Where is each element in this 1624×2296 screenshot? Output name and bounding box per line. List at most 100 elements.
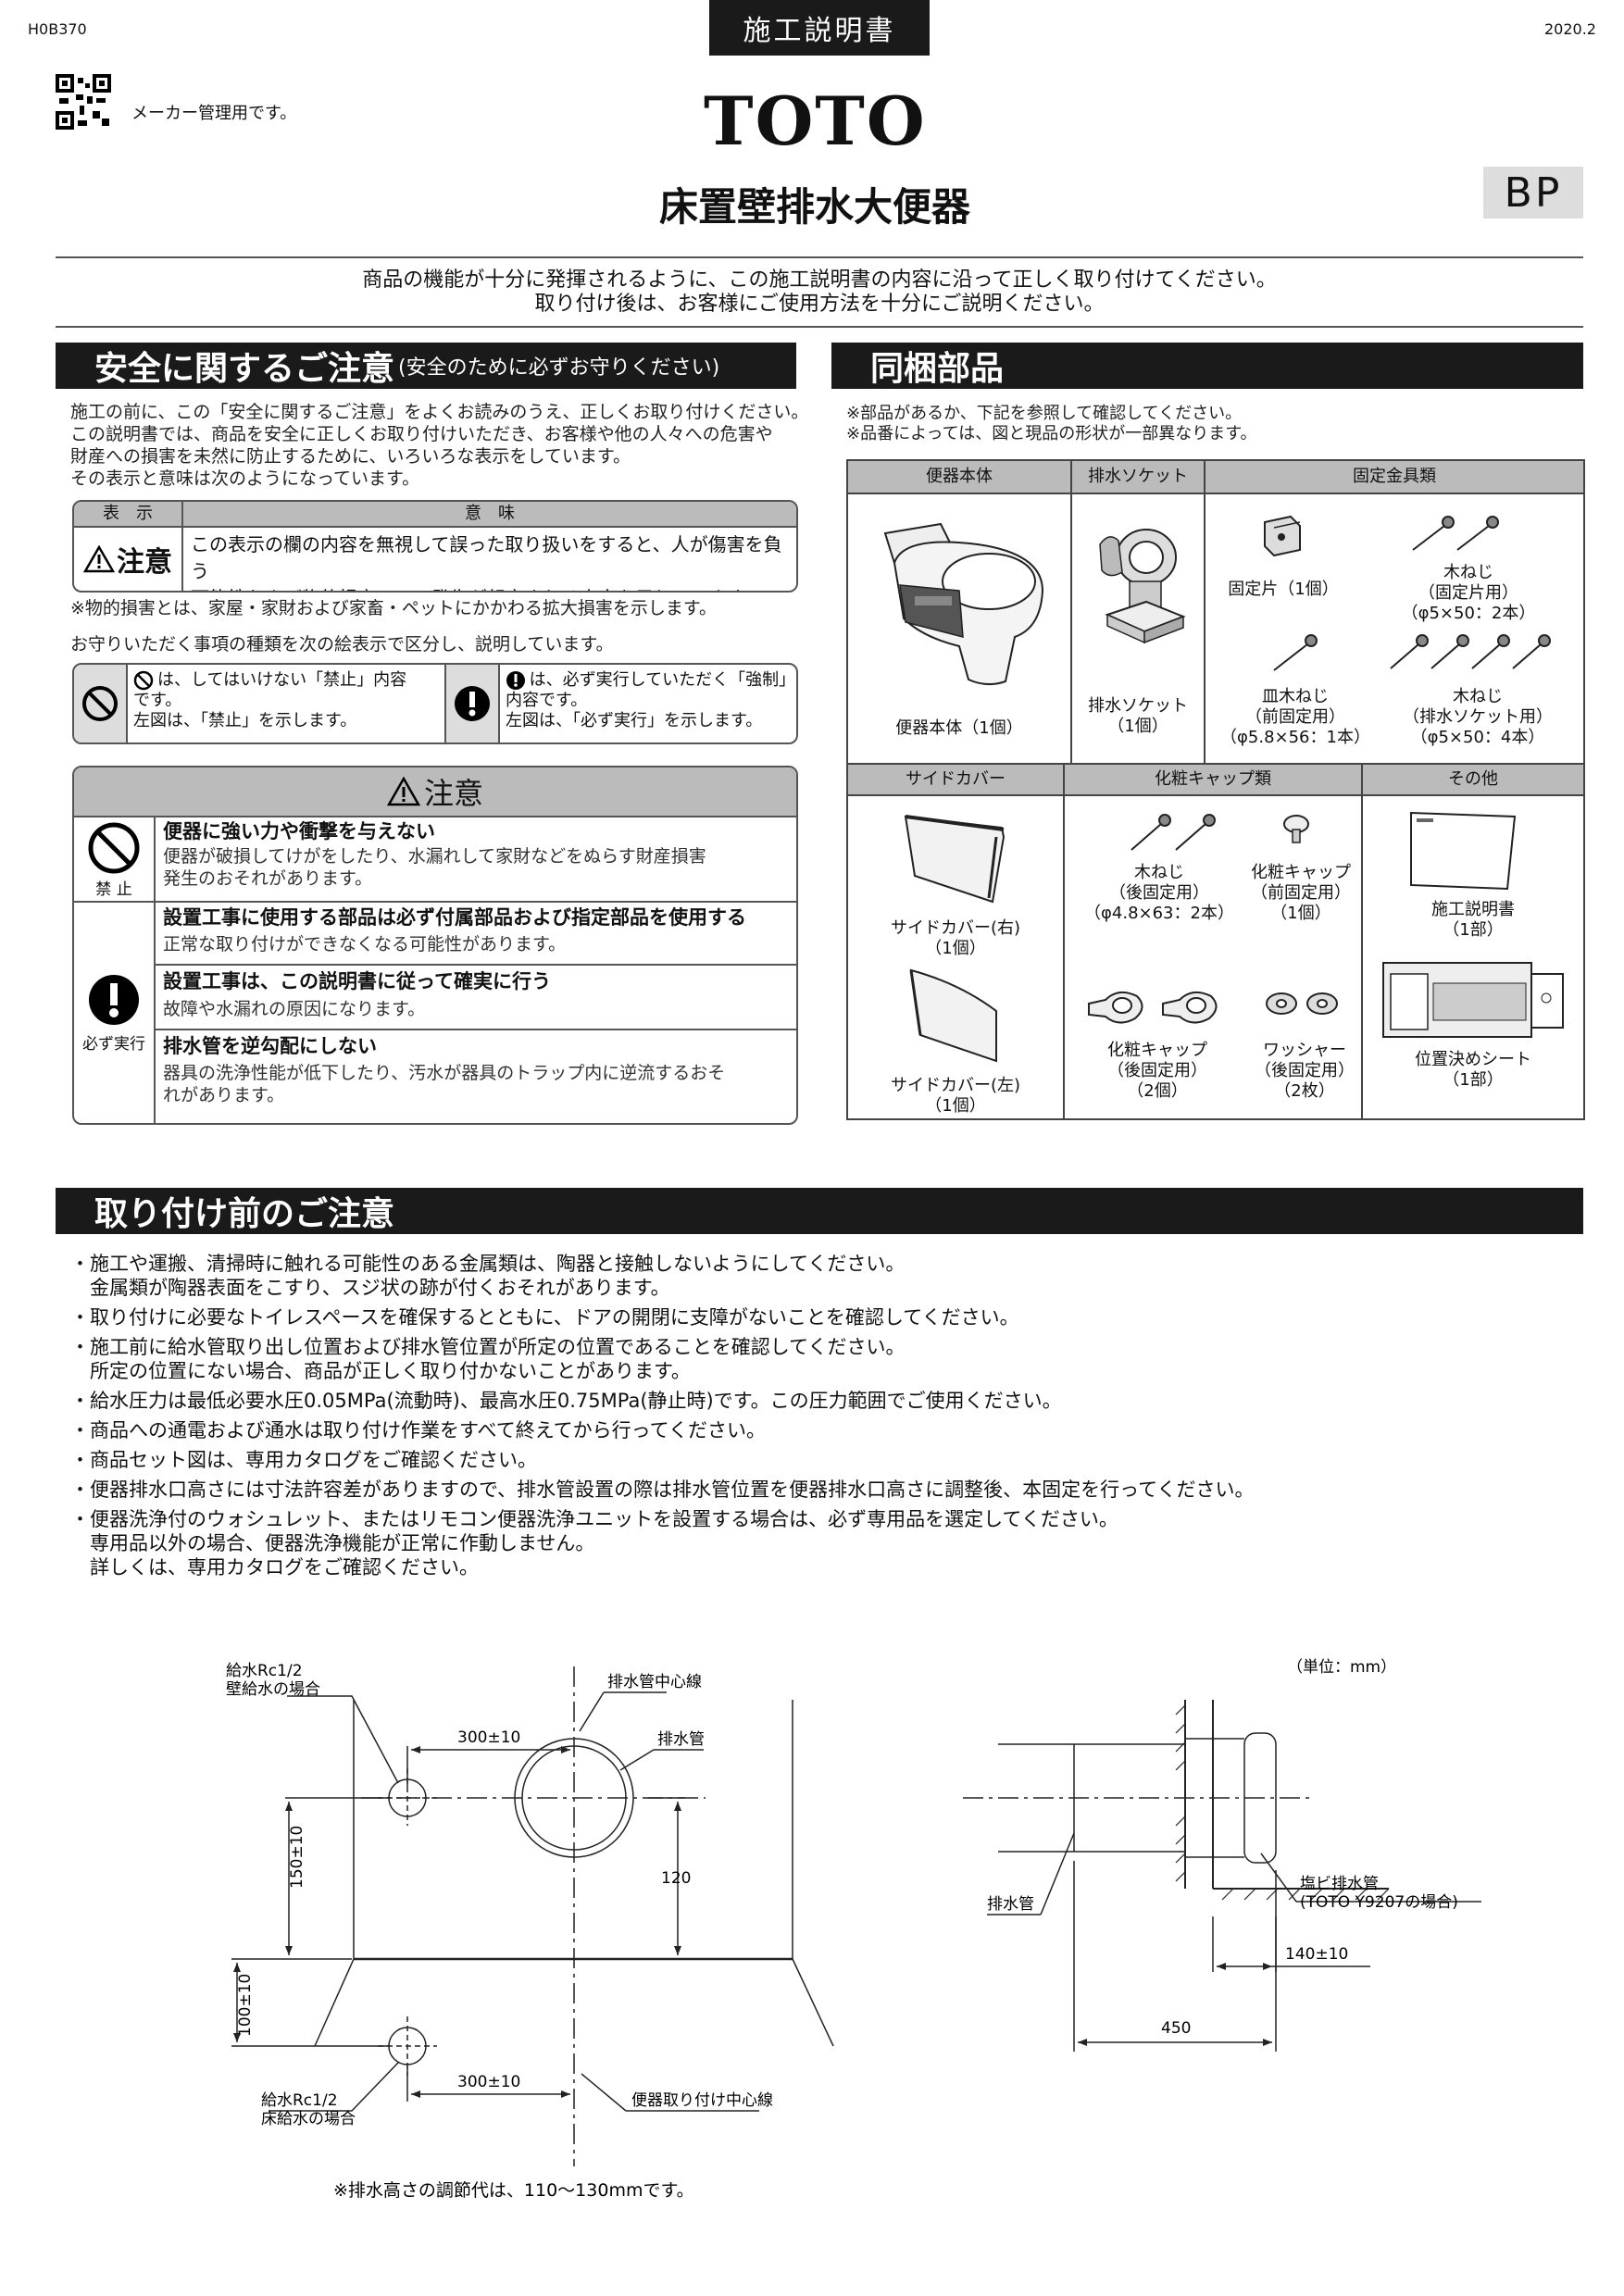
table-head-meaning: 意 味 bbox=[465, 504, 515, 523]
symbol-legend: は、してはいけない「禁止」内容 です。左図は、「禁止」を示します。 は、必ず実行… bbox=[72, 663, 798, 744]
col-head-toilet: 便器本体 bbox=[848, 461, 1072, 494]
dim-120: 120 bbox=[661, 1869, 691, 1888]
side-cover-left-label: サイドカバー(左)（1個） bbox=[890, 1076, 1021, 1116]
socket-label: 排水ソケット（1個） bbox=[1088, 696, 1188, 736]
note-damage: ※物的損害とは、家屋・家財および家畜・ペットにかかわる拡大損害を示します。 bbox=[70, 598, 718, 618]
doc-type-label: 施工説明書 bbox=[709, 0, 930, 56]
washer-label: ワッシャー（後固定用）（2枚） bbox=[1255, 1041, 1355, 1101]
list-item: ・施工や運搬、清掃時に触れる可能性のある金属類は、陶器と接触しないようにしてくだ… bbox=[70, 1253, 906, 1299]
wood-screw-rear-icon bbox=[1131, 814, 1216, 851]
position-sheet-label: 位置決めシート（1部） bbox=[1415, 1050, 1531, 1090]
cap-front-label: 化粧キャップ（前固定用）（1個） bbox=[1251, 863, 1351, 923]
doc-date: 2020.2 bbox=[1544, 20, 1596, 38]
col-head-other: その他 bbox=[1363, 765, 1583, 796]
display-meaning-table: 表 示 意 味 注意 この表示の欄の内容を無視して誤った取り扱いをすると、人が傷… bbox=[72, 500, 798, 593]
wood-screw-socket-icon bbox=[1390, 634, 1551, 669]
fixing-piece-label: 固定片（1個） bbox=[1228, 580, 1339, 599]
list-item: ・施工前に給水管取り出し位置および排水管位置が所定の位置であることを確認してくだ… bbox=[70, 1336, 906, 1382]
doc-code: H0B370 bbox=[28, 20, 87, 38]
supply-wall-label: 壁給水の場合 bbox=[226, 1680, 320, 1699]
intro-text: 商品の機能が十分に発揮されるように、この施工説明書の内容に沿って正しく取り付けて… bbox=[362, 268, 1277, 316]
supply-wall-label: 給水Rc1/2 bbox=[226, 1662, 303, 1680]
caution-item: 排水管を逆勾配にしない 器具の洗浄性能が低下したり、汚水が器具のトラップ内に逆流… bbox=[163, 1035, 726, 1105]
list-item: ・商品セット図は、専用カタログをご確認ください。 bbox=[70, 1449, 537, 1471]
warning-triangle-icon bbox=[83, 545, 115, 573]
divider bbox=[56, 256, 1583, 258]
col-head-side-cover: サイドカバー bbox=[848, 765, 1065, 796]
caution-item: 便器に強い力や衝撃を与えない 便器が破損してけがをしたり、水漏れして家財などをぬ… bbox=[156, 817, 796, 903]
manual-icon bbox=[1410, 811, 1517, 891]
mandatory-explanation: は、必ず実行していただく「強制」 内容です。左図は、「必ず実行」を示します。 bbox=[506, 670, 796, 730]
unit-label: （単位：mm） bbox=[1287, 1658, 1396, 1677]
parts-table: 便器本体 排水ソケット 固定金具類 便器本体（1個） 排水ソケット（1個） 固定… bbox=[846, 459, 1585, 1120]
list-item: ・商品への通電および通水は取り付け作業をすべて終えてから行ってください。 bbox=[70, 1419, 766, 1441]
drain-center-label: 排水管中心線 bbox=[607, 1673, 702, 1691]
col-head-fixing: 固定金具類 bbox=[1206, 461, 1583, 494]
page-title: 床置壁排水大便器 bbox=[658, 184, 970, 230]
caution-box-heading: 注意 bbox=[74, 767, 796, 817]
dim-450: 450 bbox=[1161, 2019, 1191, 2038]
caution-items: 便器に強い力や衝撃を与えない 便器が破損してけがをしたり、水漏れして家財などをぬ… bbox=[156, 817, 796, 1123]
pvc-label: (TOTO Y9207の場合) bbox=[1300, 1893, 1458, 1912]
caution-box: 注意 禁 止 必ず実行 便器に強い力や衝撃を与えない 便器が破損してけがをしたり… bbox=[72, 766, 798, 1125]
caution-meaning: この表示の欄の内容を無視して誤った取り扱いをすると、人が傷害を負う可能性および物… bbox=[191, 533, 782, 591]
table-head-display: 表 示 bbox=[74, 502, 183, 526]
mandatory-cell: 必ず実行 bbox=[74, 903, 154, 1123]
side-cover-right-icon bbox=[904, 815, 1006, 904]
side-cover-left-icon bbox=[909, 968, 997, 1063]
drain-pipe-label: 排水管 bbox=[657, 1730, 705, 1749]
list-item: ・取り付けに必要なトイレスペースを確保するとともに、ドアの開閉に支障がないことを… bbox=[70, 1306, 1019, 1329]
prohibit-small-icon bbox=[133, 670, 154, 691]
prohibit-cell: 禁 止 bbox=[74, 817, 154, 903]
before-heading: 取り付け前のご注意 bbox=[56, 1188, 1583, 1234]
toilet-label: 便器本体（1個） bbox=[895, 718, 1023, 738]
note-kinds: お守りいただく事項の種類を次の絵表示で区分し、説明しています。 bbox=[70, 634, 614, 655]
fixing-piece-icon bbox=[1264, 515, 1301, 557]
side-cover-right-label: サイドカバー(右)（1個） bbox=[890, 918, 1021, 958]
diagram-footnote: ※排水高さの調節代は、110～130mmです。 bbox=[333, 2180, 694, 2201]
caution-symbol-column: 禁 止 必ず実行 bbox=[74, 817, 156, 1123]
pvc-label: 塩ビ排水管 bbox=[1300, 1875, 1379, 1893]
cap-front-icon bbox=[1283, 815, 1309, 843]
manual-label: 施工説明書（1部） bbox=[1431, 900, 1515, 940]
list-item: ・便器洗浄付のウォシュレット、またはリモコン便器洗浄ユニットを設置する場合は、必… bbox=[70, 1508, 1118, 1578]
wood-screw-icon bbox=[1412, 516, 1499, 551]
drain-socket-icon bbox=[1099, 529, 1186, 644]
col-head-caps: 化粧キャップ類 bbox=[1065, 765, 1363, 796]
model-badge: BP bbox=[1483, 167, 1583, 218]
parts-notes: ※部品があるか、下記を参照して確認してください。※品番によっては、図と現品の形状… bbox=[846, 404, 1257, 443]
parts-heading: 同梱部品 bbox=[831, 343, 1583, 389]
safety-heading: 安全に関するご注意(安全のために必ずお守りください) bbox=[56, 343, 796, 389]
dish-screw-label: 皿木ねじ（前固定用）（φ5.8×56：1本） bbox=[1220, 687, 1370, 747]
installation-dimension-diagram: （単位：mm） 給水Rc1/2 壁給水の場合 排水管中心線 排水管 300±10… bbox=[226, 1658, 1481, 2201]
mandatory-icon bbox=[89, 974, 139, 1025]
position-sheet-icon bbox=[1382, 962, 1564, 1038]
maker-note: メーカー管理用です。 bbox=[131, 104, 297, 123]
prohibit-explanation: は、してはいけない「禁止」内容 です。左図は、「禁止」を示します。 bbox=[128, 665, 446, 742]
toto-logo: TOTO bbox=[704, 81, 927, 160]
dim-140: 140±10 bbox=[1285, 1945, 1348, 1964]
list-item: ・給水圧力は最低必要水圧0.05MPa(流動時)、最高水圧0.75MPa(静止時… bbox=[70, 1390, 1062, 1412]
warning-triangle-icon bbox=[386, 777, 420, 806]
side-drain-label: 排水管 bbox=[987, 1895, 1034, 1914]
toilet-body-icon bbox=[883, 522, 1044, 685]
divider bbox=[56, 326, 1583, 328]
wood-screw-rear-label: 木ねじ（後固定用）（φ4.8×63：2本） bbox=[1084, 863, 1234, 923]
cap-rear-icon bbox=[1088, 991, 1218, 1024]
dim-300-top: 300±10 bbox=[457, 1728, 520, 1747]
cap-rear-label: 化粧キャップ（後固定用）（2個） bbox=[1107, 1041, 1207, 1101]
mandatory-small-icon bbox=[506, 671, 525, 690]
toilet-center-label: 便器取り付け中心線 bbox=[631, 2091, 773, 2110]
col-head-socket: 排水ソケット bbox=[1072, 461, 1206, 494]
dim-150: 150±10 bbox=[288, 1826, 306, 1889]
washer-icon bbox=[1266, 992, 1338, 1015]
mandatory-icon bbox=[455, 686, 490, 721]
supply-floor-label: 床給水の場合 bbox=[261, 2110, 356, 2128]
before-bullets: ・施工や運搬、清掃時に触れる可能性のある金属類は、陶器と接触しないようにしてくだ… bbox=[70, 1252, 1254, 1579]
wood-screw-socket-label: 木ねじ（排水ソケット用）（φ5×50：4本） bbox=[1403, 687, 1553, 747]
qr-code-icon bbox=[56, 74, 111, 130]
wood-screw-fix-label: 木ねじ（固定片用）（φ5×50：2本） bbox=[1401, 563, 1536, 623]
dim-100: 100±10 bbox=[236, 1974, 255, 2037]
prohibit-icon bbox=[88, 822, 140, 873]
safety-intro: 施工の前に、この「安全に関するご注意」をよくお読みのうえ、正しくお取り付けくださ… bbox=[70, 402, 809, 489]
